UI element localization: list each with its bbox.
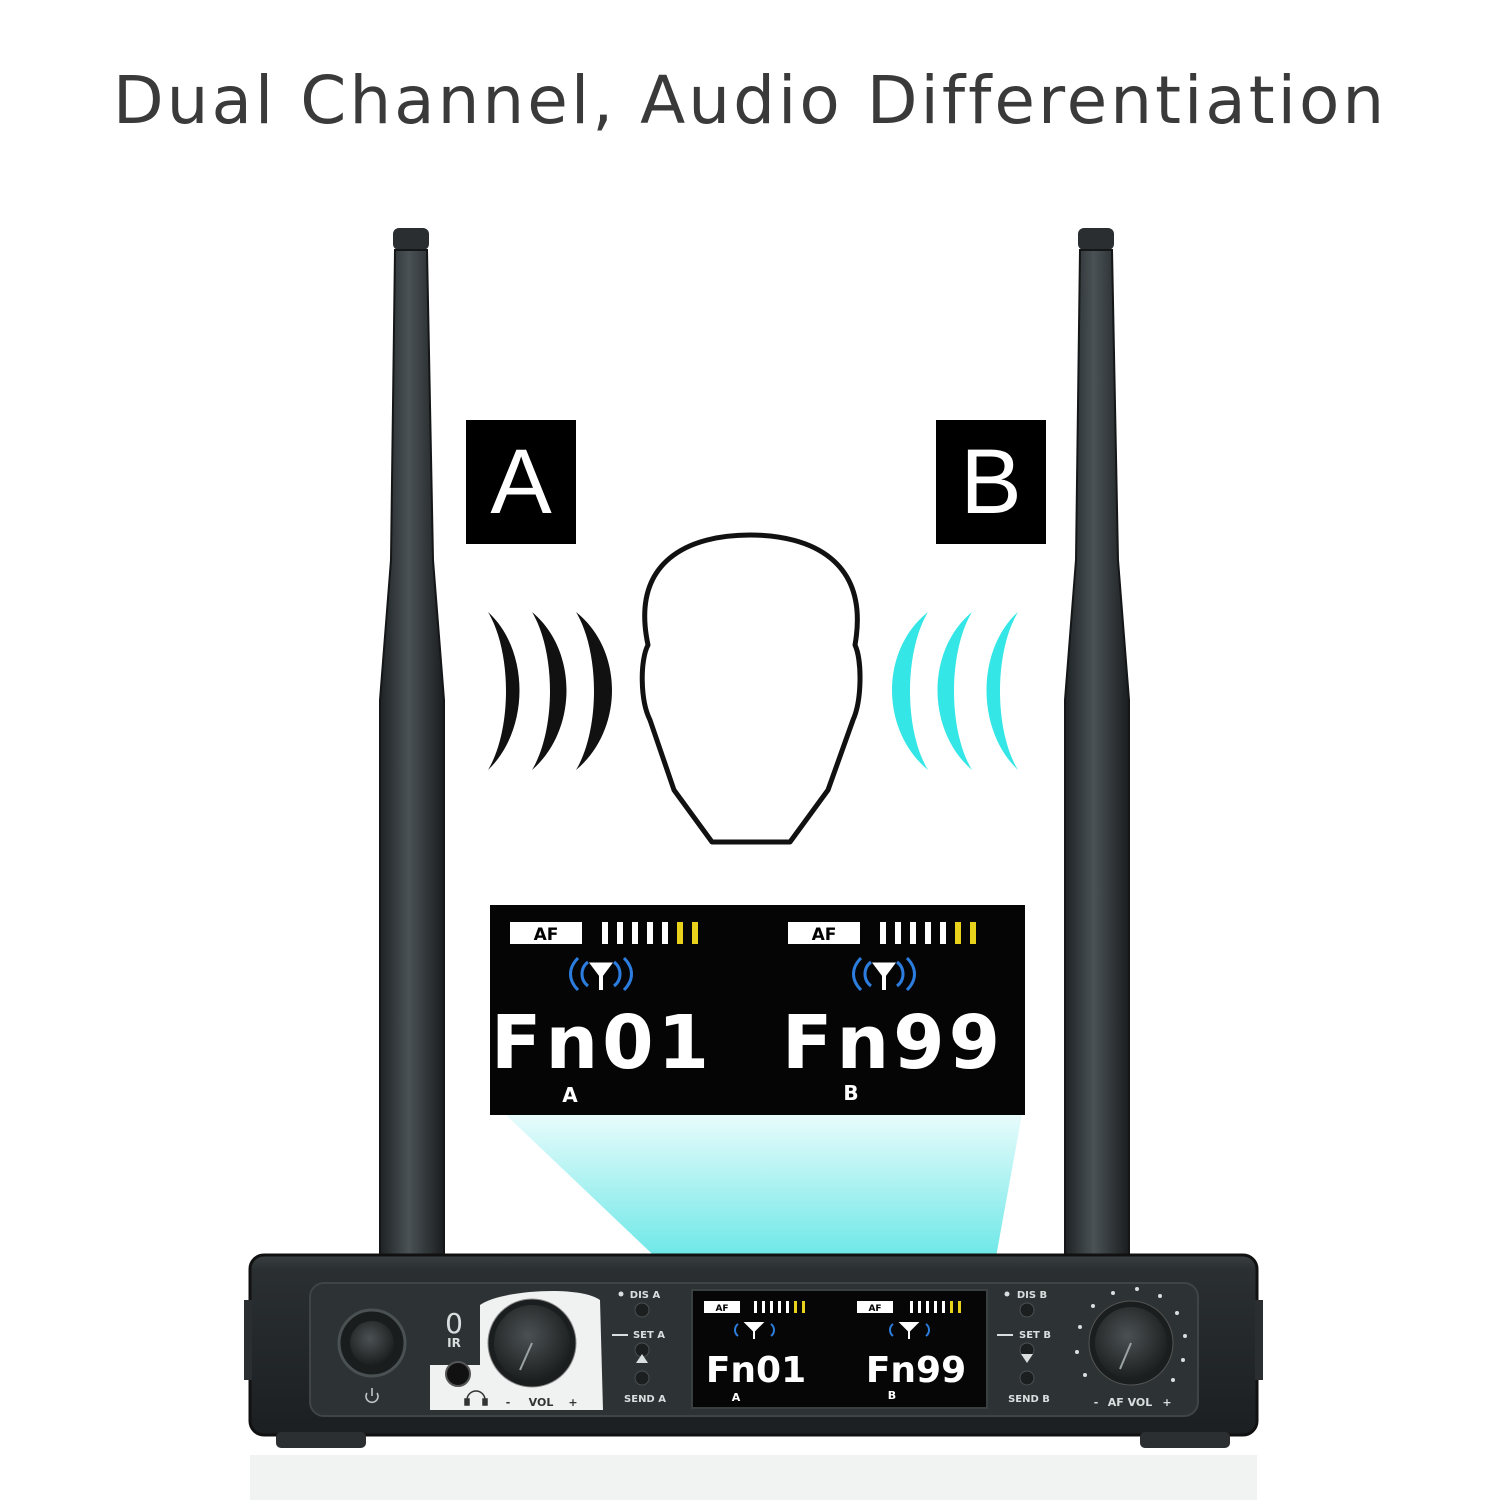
send-a-button[interactable] bbox=[634, 1370, 650, 1386]
headphone-jack[interactable] bbox=[445, 1361, 471, 1387]
lcd-zoom-panel: AF Fn01 A AF bbox=[490, 905, 1025, 1115]
af-vol-dial-marks bbox=[1075, 1287, 1187, 1382]
display-af-label-a: AF bbox=[715, 1304, 728, 1314]
sound-waves-a-icon bbox=[488, 612, 612, 770]
antenna-b bbox=[1064, 228, 1130, 1259]
send-a-label: SEND A bbox=[624, 1394, 666, 1405]
set-a-label: SET A bbox=[633, 1330, 665, 1341]
vol-minus-label: - bbox=[506, 1396, 511, 1409]
down-arrow-icon bbox=[1021, 1354, 1033, 1363]
signal-antenna-b-icon bbox=[852, 956, 916, 992]
headphone-icon bbox=[464, 1390, 488, 1406]
receiver-display bbox=[691, 1289, 988, 1409]
dis-b-button[interactable] bbox=[1019, 1302, 1035, 1318]
display-af-label-b: AF bbox=[868, 1304, 881, 1314]
up-arrow-icon bbox=[636, 1354, 648, 1363]
vol-plus-label: + bbox=[568, 1396, 577, 1409]
lcd-channel-b-letter: B bbox=[843, 1081, 858, 1105]
display-channel-a-letter: A bbox=[732, 1391, 741, 1404]
head-outline-icon bbox=[639, 532, 863, 845]
page-title: Dual Channel, Audio Differentiation bbox=[112, 62, 1388, 139]
display-channel-b-code: Fn99 bbox=[866, 1350, 966, 1391]
display-level-meter-b bbox=[910, 1301, 961, 1313]
lcd-af-label-b: AF bbox=[812, 925, 837, 945]
lcd-af-label-a: AF bbox=[534, 925, 559, 945]
send-b-label: SEND B bbox=[1008, 1394, 1050, 1405]
display-zoom-beam bbox=[505, 1114, 1022, 1290]
receiver-unit: 0 IR - VOL + DIS A SET A bbox=[244, 1253, 1263, 1500]
antenna-a bbox=[379, 228, 445, 1259]
af-vol-label: AF VOL bbox=[1108, 1396, 1153, 1409]
display-level-meter-a bbox=[754, 1301, 805, 1313]
display-signal-a-icon bbox=[734, 1322, 775, 1339]
sound-waves-b-icon bbox=[892, 612, 1018, 770]
set-b-label: SET B bbox=[1019, 1330, 1051, 1341]
af-vol-minus-label: - bbox=[1094, 1396, 1099, 1409]
ir-label: IR bbox=[447, 1336, 461, 1350]
vol-label: VOL bbox=[529, 1396, 554, 1409]
lcd-channel-a-letter: A bbox=[562, 1083, 578, 1107]
lcd-channel-b-code: Fn99 bbox=[782, 1000, 1004, 1086]
channel-a-badge: A bbox=[466, 420, 576, 544]
power-icon bbox=[365, 1388, 379, 1404]
dis-b-label: DIS B bbox=[1017, 1290, 1047, 1301]
display-channel-b-letter: B bbox=[888, 1389, 896, 1402]
lcd-channel-a-code: Fn01 bbox=[491, 1000, 713, 1086]
display-channel-a-code: Fn01 bbox=[706, 1350, 806, 1391]
dis-a-button[interactable] bbox=[634, 1302, 650, 1318]
dis-a-label: DIS A bbox=[630, 1290, 661, 1301]
ir-sensor-mark: 0 bbox=[445, 1307, 463, 1340]
display-signal-b-icon bbox=[889, 1322, 930, 1339]
signal-antenna-a-icon bbox=[569, 956, 633, 992]
af-vol-plus-label: + bbox=[1162, 1396, 1171, 1409]
level-meter-a bbox=[602, 922, 698, 944]
channel-b-badge: B bbox=[936, 420, 1046, 544]
level-meter-b bbox=[880, 922, 976, 944]
send-b-button[interactable] bbox=[1019, 1370, 1035, 1386]
